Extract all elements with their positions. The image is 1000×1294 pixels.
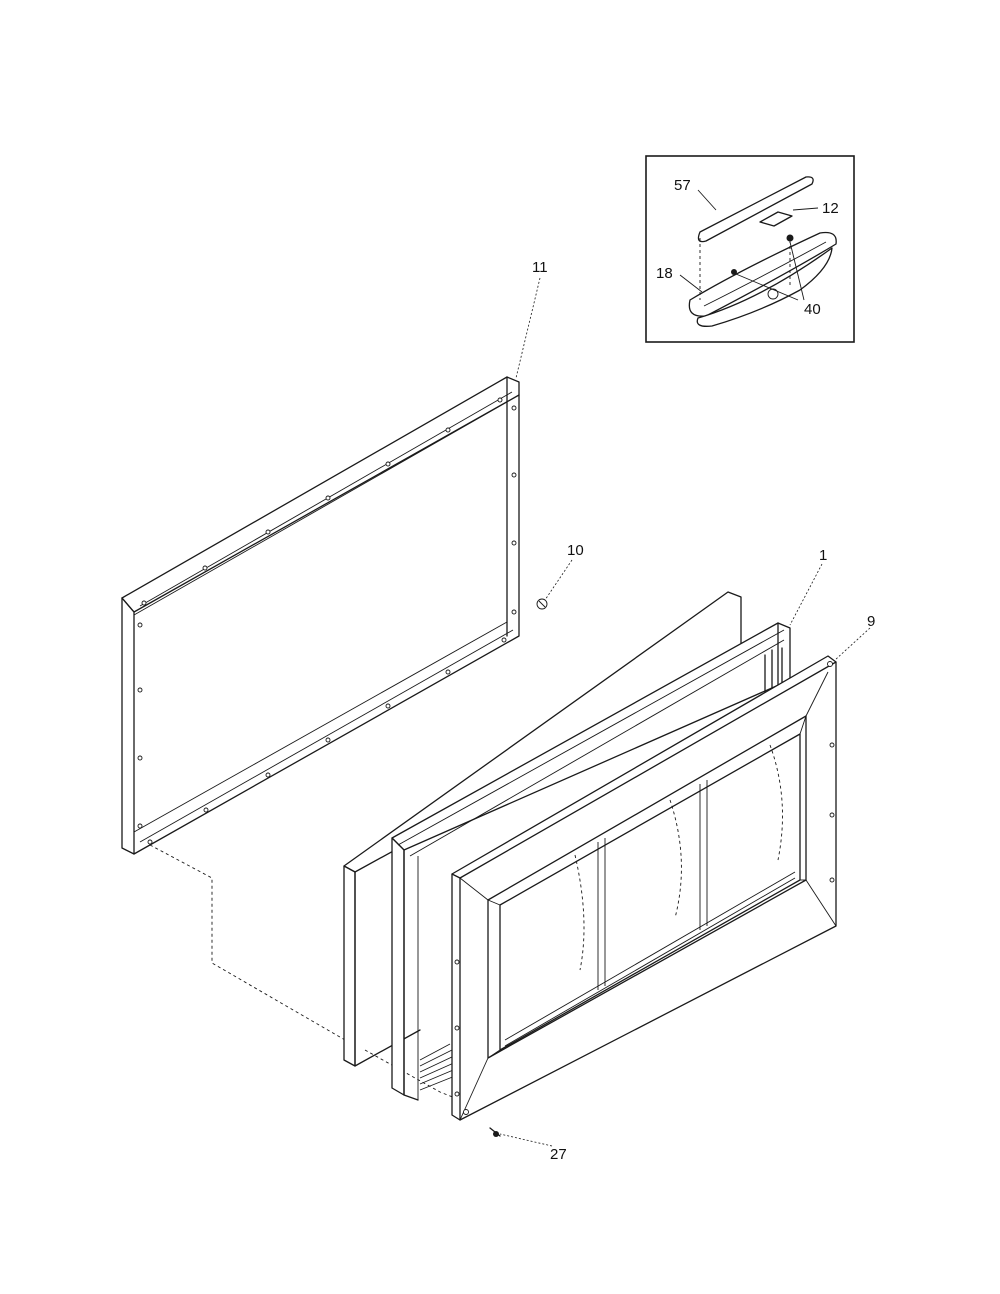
callout-leaders (499, 277, 871, 1147)
callout-label-27: 27 (550, 1146, 567, 1163)
part-9-front-frame (451, 655, 837, 1121)
inset-label-57: 57 (674, 177, 691, 194)
inset-base-lower (696, 247, 833, 327)
inset-cover-57 (697, 176, 814, 243)
part-11-holes (137, 397, 517, 845)
part-1-vent-grille (419, 1043, 461, 1091)
inset-knob (767, 288, 779, 300)
sleeve-body (343, 591, 742, 1067)
inset-plate-12 (759, 211, 793, 227)
inset-screw-40a (786, 234, 794, 242)
part-10-screw (536, 598, 548, 610)
part-27-screw (489, 1127, 501, 1137)
callout-label-9: 9 (867, 613, 875, 630)
inset-screw-40b (731, 269, 737, 275)
part-11-rear-panel (121, 376, 520, 1101)
inset-detail: 57 12 18 40 (645, 155, 855, 343)
inset-label-12: 12 (822, 200, 839, 217)
callout-label-10: 10 (567, 542, 584, 559)
callout-label-11: 11 (532, 259, 548, 276)
part-1-frame (391, 622, 791, 1101)
inset-label-40: 40 (804, 301, 821, 318)
part-9-holes (454, 661, 835, 1115)
callout-label-1: 1 (819, 547, 827, 564)
inset-label-18: 18 (656, 265, 673, 282)
